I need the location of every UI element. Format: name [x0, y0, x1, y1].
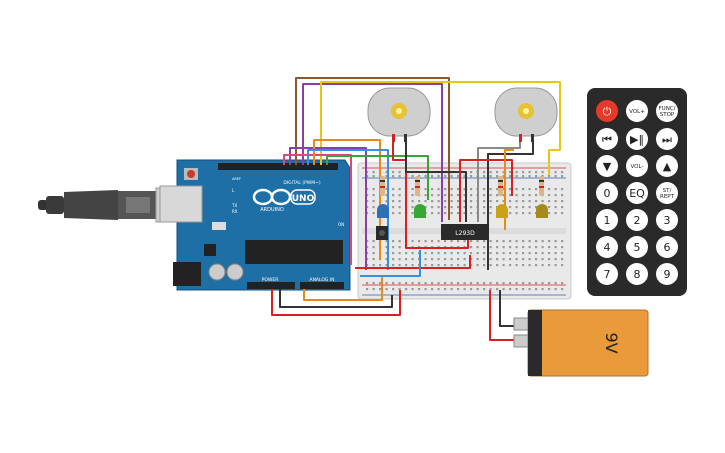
- wire-green: [326, 155, 429, 200]
- remote-button-eight[interactable]: [626, 263, 648, 285]
- l-label: L: [232, 188, 235, 193]
- remote-button-four[interactable]: [596, 236, 618, 258]
- remote-button-label: 5: [634, 241, 641, 254]
- remote-button-label: 8: [634, 268, 641, 281]
- wire-orange-2: [504, 149, 514, 230]
- aref-label: AREF: [232, 177, 241, 181]
- resistors: [380, 176, 544, 196]
- remote-button-label: 0: [604, 187, 611, 200]
- remote-button-label: FUNC/: [659, 106, 676, 112]
- led-yellow: [496, 204, 508, 218]
- wire-red-top: [459, 159, 513, 222]
- remote-button-two[interactable]: [626, 209, 648, 231]
- wire-brown: [295, 77, 450, 220]
- usb-port: [159, 185, 203, 223]
- remote-button-label: EQ: [629, 187, 645, 200]
- remote-button-power[interactable]: [596, 100, 618, 122]
- ir-remote: ⏻ VOL+ FUNC/STOP ⏮ ▶‖ ⏭ ▼ VOL- ▲ 0 EQ ST/REPT 1 2 3 4 5 6…: [587, 88, 687, 296]
- board-brand: ARDUINO: [260, 207, 284, 213]
- digital-header: [218, 163, 338, 170]
- remote-button-eq[interactable]: [626, 182, 648, 204]
- remote-button-label: ▼: [603, 160, 612, 173]
- remote-button-up[interactable]: [656, 155, 678, 177]
- wire-motor2-grey: [477, 142, 521, 222]
- power-label: POWER: [262, 277, 279, 283]
- remote-button-label: VOL+: [629, 109, 645, 115]
- analog-label: ANALOG IN: [309, 277, 334, 283]
- remote-button-label: 3: [664, 214, 671, 227]
- wires: [271, 77, 561, 341]
- digital-label: DIGITAL (PWM~): [283, 180, 321, 186]
- dc-motor-right: [494, 87, 558, 142]
- wire-orange: [313, 139, 381, 260]
- remote-button-label: ⏭: [662, 133, 672, 146]
- leds: [377, 204, 548, 218]
- arduino-logo: [252, 188, 292, 206]
- remote-button-label: REPT: [660, 194, 675, 200]
- wire-pink: [283, 154, 352, 265]
- remote-button-vol-down[interactable]: [626, 155, 648, 177]
- chip-label: L293D: [455, 230, 475, 237]
- remote-button-vol-up[interactable]: [626, 100, 648, 122]
- analog-header: [300, 282, 344, 289]
- remote-button-st-rept[interactable]: [656, 182, 678, 204]
- wire-motor2-black: [487, 142, 534, 270]
- remote-button-three[interactable]: [656, 209, 678, 231]
- wire-motor1-black: [405, 142, 467, 222]
- remote-button-label: 6: [664, 241, 671, 254]
- remote-button-label: ▶‖: [630, 133, 644, 146]
- l293d-chip: L293D: [441, 224, 489, 240]
- wire-purple: [302, 83, 443, 222]
- dc-motor-left: [367, 87, 431, 142]
- wire-battery-red: [489, 290, 516, 341]
- remote-button-seven[interactable]: [596, 263, 618, 285]
- remote-button-label: ST/: [663, 188, 672, 194]
- remote-button-one[interactable]: [596, 209, 618, 231]
- tx-label: TX: [231, 203, 237, 208]
- remote-button-label: 2: [634, 214, 641, 227]
- wire-purple-2: [289, 147, 367, 270]
- remote-button-forward[interactable]: [656, 128, 678, 150]
- power-header: [247, 282, 295, 289]
- led-blue: [377, 204, 389, 218]
- atmega-chip: [245, 240, 343, 264]
- battery-9v: 9V: [513, 309, 649, 377]
- remote-button-func-stop[interactable]: [656, 100, 678, 122]
- rx-label: RX: [232, 209, 238, 214]
- remote-button-label: STOP: [660, 112, 675, 118]
- wire-motor1-red: [392, 142, 469, 249]
- wire-yellow: [320, 81, 561, 175]
- battery-label: 9V: [602, 332, 621, 353]
- remote-button-play-pause[interactable]: [626, 128, 648, 150]
- wire-5v: [271, 289, 401, 316]
- remote-button-label: 9: [664, 268, 671, 281]
- led-green: [414, 204, 426, 218]
- remote-button-nine[interactable]: [656, 263, 678, 285]
- remote-button-label: 4: [604, 241, 611, 254]
- led-olive: [536, 204, 548, 218]
- remote-button-five[interactable]: [626, 236, 648, 258]
- remote-button-six[interactable]: [656, 236, 678, 258]
- power-jack: [173, 262, 201, 286]
- remote-button-rewind[interactable]: [596, 128, 618, 150]
- remote-button-zero[interactable]: [596, 182, 618, 204]
- wire-gnd: [279, 289, 393, 308]
- remote-button-down[interactable]: [596, 155, 618, 177]
- remote-button-label: 7: [604, 268, 611, 281]
- board-model: UNO: [292, 194, 315, 204]
- remote-button-label: ⏻: [603, 105, 612, 118]
- wire-a0: [303, 275, 383, 301]
- remote-button-label: 1: [604, 214, 611, 227]
- on-label: ON: [338, 222, 344, 227]
- remote-button-label: ⏮: [602, 133, 612, 146]
- remote-button-label: VOL-: [631, 164, 644, 170]
- arduino-uno-board: UNO ARDUINO DIGITAL (PWM~) POWER ANALOG …: [159, 159, 351, 291]
- wire-battery-black: [499, 290, 516, 327]
- remote-button-label: ▲: [663, 160, 672, 173]
